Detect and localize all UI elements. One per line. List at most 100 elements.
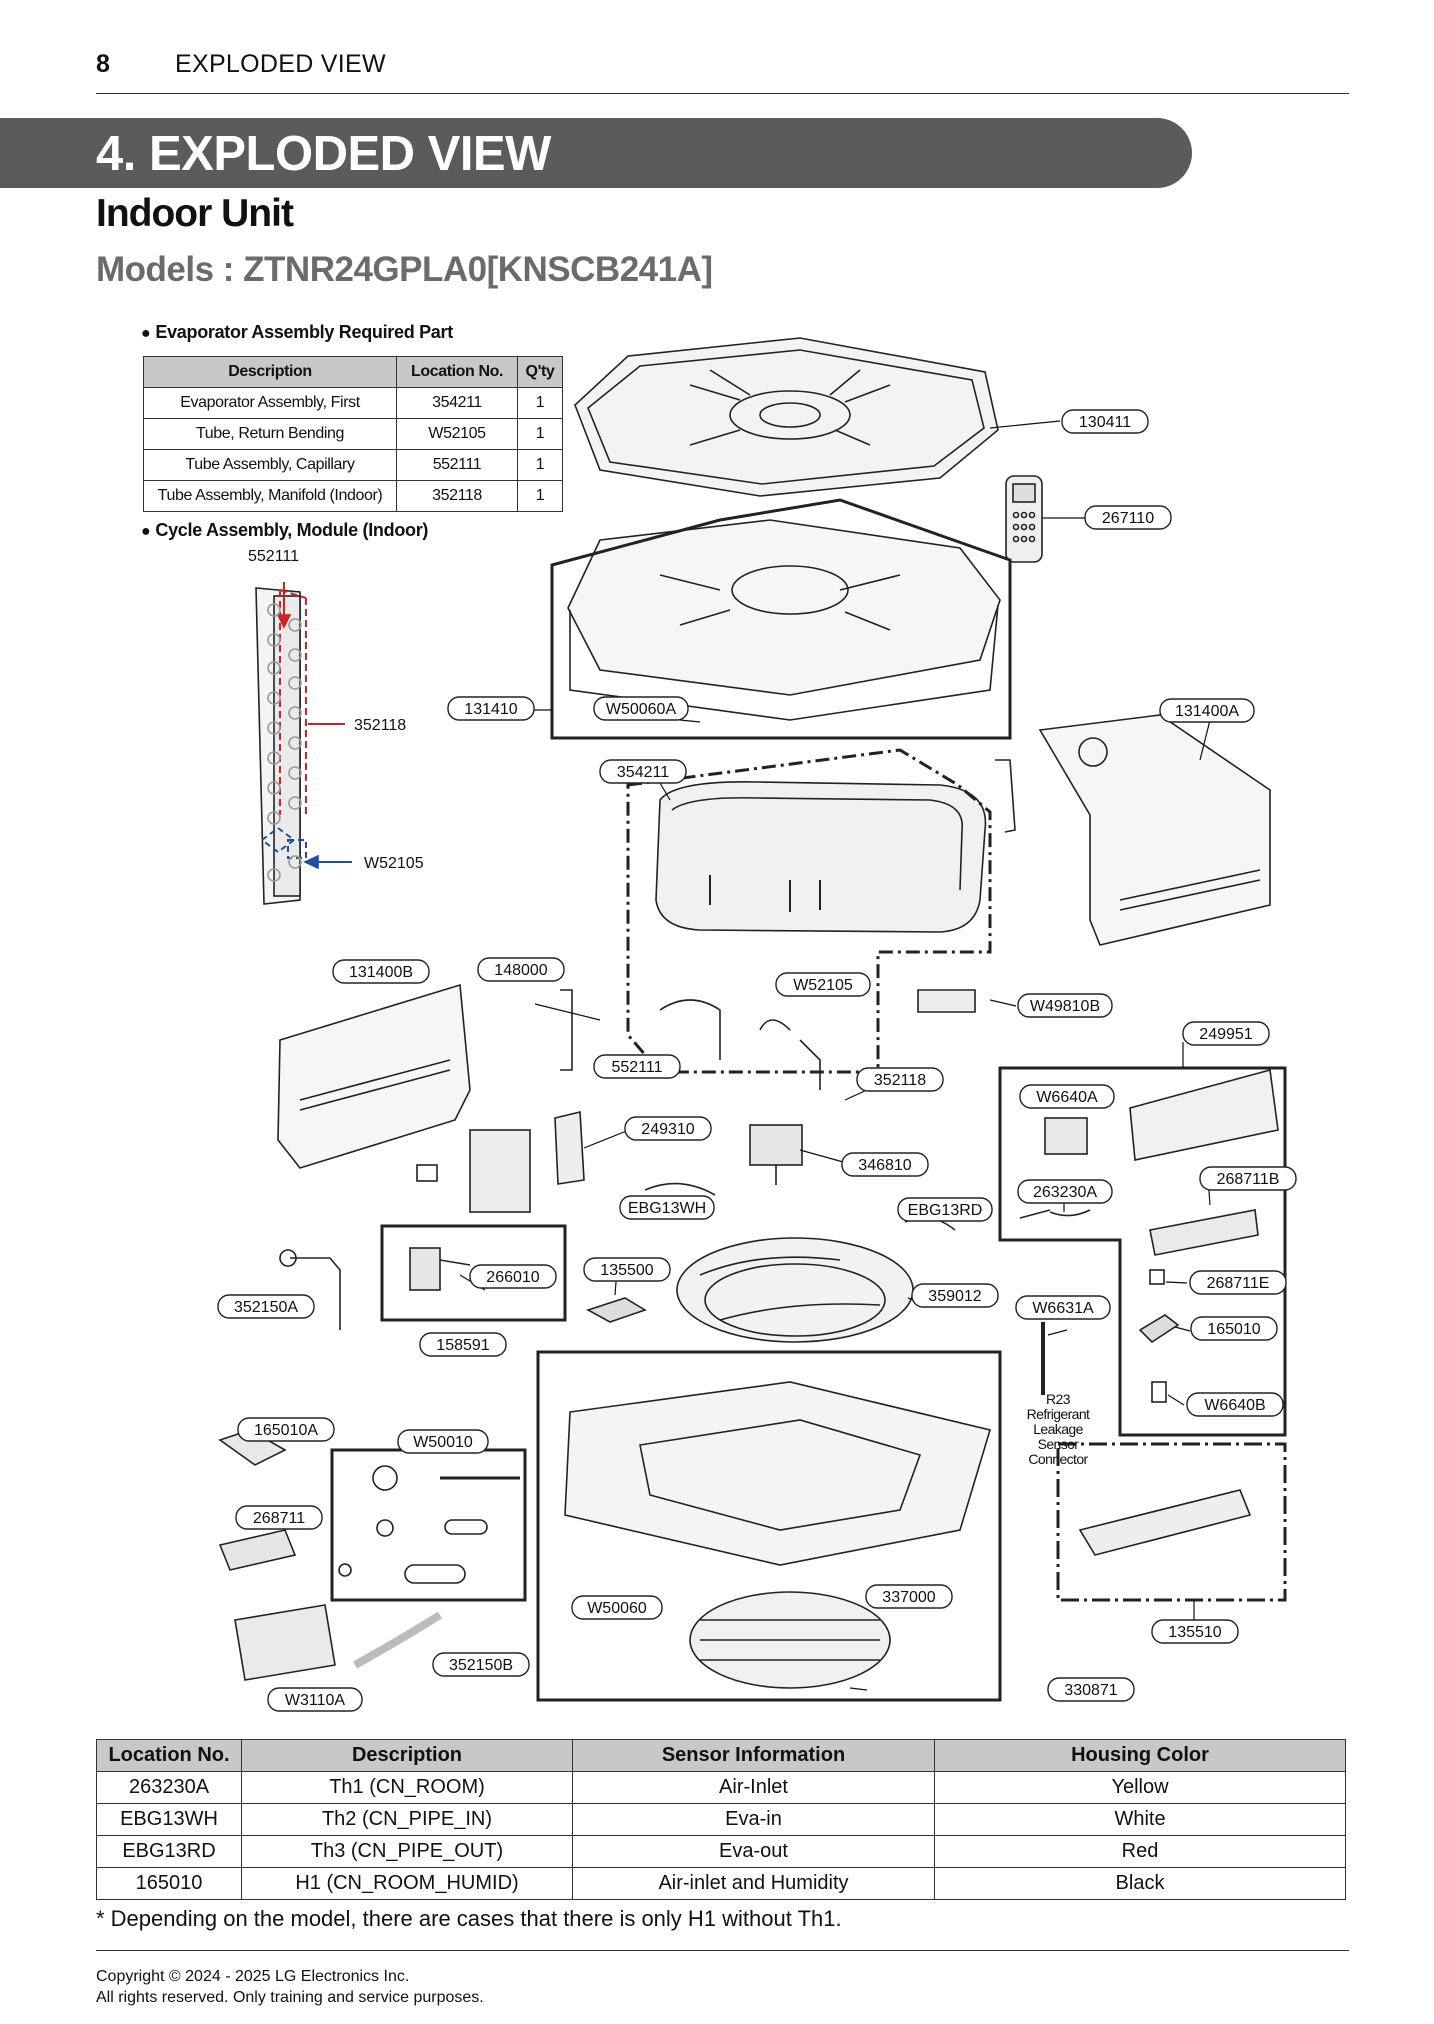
column-header: Location No. xyxy=(96,1739,242,1772)
callout-148000-label: 148000 xyxy=(494,962,547,979)
callout-266010: 266010 xyxy=(469,1264,557,1289)
table-header-row: Location No. Description Sensor Informat… xyxy=(96,1739,1346,1772)
callout-346810: 346810 xyxy=(841,1152,929,1177)
callout-268711B: 268711B xyxy=(1199,1166,1297,1191)
callout-135510-label: 135510 xyxy=(1168,1624,1221,1641)
callout-337000: 337000 xyxy=(865,1584,953,1609)
callout-354211-label: 354211 xyxy=(617,764,669,781)
column-header: Q'ty xyxy=(517,356,563,388)
sensor-table: Location No. Description Sensor Informat… xyxy=(96,1739,1346,1900)
callout-268711E: 268711E xyxy=(1189,1270,1287,1295)
callout-W50010-label: W50010 xyxy=(413,1434,473,1451)
table-cell: Th3 (CN_PIPE_OUT) xyxy=(241,1835,573,1868)
hose-352150A-drawing xyxy=(279,1249,341,1330)
callout-268711E-label: 268711E xyxy=(1207,1275,1270,1292)
table-row: Evaporator Assembly, First 354211 1 xyxy=(143,387,563,419)
callout-354211: 354211 xyxy=(599,759,687,784)
manifold-module-drawing xyxy=(255,582,352,905)
table-cell: H1 (CN_ROOM_HUMID) xyxy=(241,1867,573,1900)
callout-158591-label: 158591 xyxy=(436,1337,489,1354)
table-cell: Evaporator Assembly, First xyxy=(143,387,397,419)
callout-249951: 249951 xyxy=(1182,1021,1270,1046)
table-cell: Air-Inlet xyxy=(572,1771,935,1804)
callout-W50060: W50060 xyxy=(571,1595,663,1620)
callout-352150A-label: 352150A xyxy=(234,1299,298,1316)
callout-EBG13RD: EBG13RD xyxy=(897,1197,993,1222)
callout-263230A: 263230A xyxy=(1017,1179,1113,1204)
hardware-drawing xyxy=(338,1465,520,1584)
side-panel-b-drawing xyxy=(277,983,573,1213)
callout-W50010: W50010 xyxy=(397,1429,489,1454)
callout-EBG13RD-label: EBG13RD xyxy=(908,1202,983,1219)
callout-W6631A: W6631A xyxy=(1015,1295,1111,1320)
column-header: Description xyxy=(143,356,397,388)
callout-W3110A: W3110A xyxy=(267,1687,363,1712)
side-panel-a-drawing xyxy=(995,714,1271,946)
table-cell: Red xyxy=(934,1835,1346,1868)
table-cell: 1 xyxy=(517,418,563,450)
table-cell: 263230A xyxy=(96,1771,242,1804)
cycle-label-352118: 352118 xyxy=(354,717,406,734)
column-header: Description xyxy=(241,1739,573,1772)
header-rule xyxy=(96,93,1349,94)
callout-346810-label: 346810 xyxy=(858,1157,911,1174)
table-cell: White xyxy=(934,1803,1346,1836)
callout-165010-label: 165010 xyxy=(1207,1321,1260,1338)
callouts: 130411 267110 131410 W50060A 131400A 354… xyxy=(217,409,1297,1712)
table-cell: Tube Assembly, Capillary xyxy=(143,449,397,481)
callout-268711-label: 268711 xyxy=(253,1510,305,1527)
callout-359012: 359012 xyxy=(911,1283,999,1308)
section-title: 4. EXPLODED VIEW xyxy=(96,127,551,181)
evaporator-section-label: Evaporator Assembly Required Part xyxy=(141,322,453,343)
table-cell: Air-inlet and Humidity xyxy=(572,1867,935,1900)
table-cell: 352118 xyxy=(396,480,518,512)
table-row: EBG13RD Th3 (CN_PIPE_OUT) Eva-out Red xyxy=(96,1835,1346,1868)
table-header-row: Description Location No. Q'ty xyxy=(143,356,563,388)
column-header: Location No. xyxy=(396,356,518,388)
table-cell: Eva-out xyxy=(572,1835,935,1868)
callout-131400A: 131400A xyxy=(1159,698,1255,723)
drain-pan-drawing xyxy=(567,519,1001,721)
callout-268711: 268711 xyxy=(235,1505,323,1530)
table-row: 263230A Th1 (CN_ROOM) Air-Inlet Yellow xyxy=(96,1771,1346,1804)
callout-W50060A-label: W50060A xyxy=(606,701,677,718)
table-cell: Th1 (CN_ROOM) xyxy=(241,1771,573,1804)
footnote: * Depending on the model, there are case… xyxy=(96,1906,842,1931)
callout-W6640B-label: W6640B xyxy=(1204,1397,1265,1414)
model-line: Models : ZTNR24GPLA0[KNSCB241A] xyxy=(96,250,713,289)
cover-135510-drawing xyxy=(1078,1489,1252,1556)
callout-268711B-label: 268711B xyxy=(1217,1171,1280,1188)
remote-drawing xyxy=(1005,475,1043,563)
table-cell: Yellow xyxy=(934,1771,1346,1804)
page-subtitle: Indoor Unit xyxy=(96,192,294,235)
callout-148000: 148000 xyxy=(477,957,565,982)
callout-W6640A-label: W6640A xyxy=(1036,1089,1098,1106)
control-box-drawing xyxy=(1019,1068,1279,1403)
hose-352150B-drawing xyxy=(353,1611,443,1669)
callout-W6640B: W6640B xyxy=(1186,1392,1284,1417)
table-cell: Th2 (CN_PIPE_IN) xyxy=(241,1803,573,1836)
pcb-268711-drawing xyxy=(218,1529,297,1571)
base-frame-drawing xyxy=(564,1381,992,1689)
table-row: EBG13WH Th2 (CN_PIPE_IN) Eva-in White xyxy=(96,1803,1346,1836)
callout-359012-label: 359012 xyxy=(928,1288,981,1305)
table-row: 165010 H1 (CN_ROOM_HUMID) Air-inlet and … xyxy=(96,1867,1346,1900)
bracket-135500-drawing xyxy=(585,1297,647,1323)
table-cell: 165010 xyxy=(96,1867,242,1900)
callout-352118: 352118 xyxy=(856,1067,944,1092)
callout-W52105-label: W52105 xyxy=(793,977,853,994)
callout-131410-label: 131410 xyxy=(464,701,517,718)
callout-552111: 552111 xyxy=(593,1054,681,1079)
callout-330871-label: 330871 xyxy=(1064,1682,1117,1699)
callout-W52105: W52105 xyxy=(775,972,871,997)
callout-131410: 131410 xyxy=(447,696,535,721)
cycle-label-W52105: W52105 xyxy=(364,855,424,872)
callout-W49810B-label: W49810B xyxy=(1030,998,1100,1015)
callout-W50060A: W50060A xyxy=(593,696,689,721)
cycle-label-552111: 552111 xyxy=(248,548,299,565)
callout-249310: 249310 xyxy=(624,1116,712,1141)
top-cover-drawing xyxy=(574,337,999,497)
evaporator-drawing xyxy=(655,781,987,933)
table-row: Tube, Return Bending W52105 1 xyxy=(143,418,563,450)
